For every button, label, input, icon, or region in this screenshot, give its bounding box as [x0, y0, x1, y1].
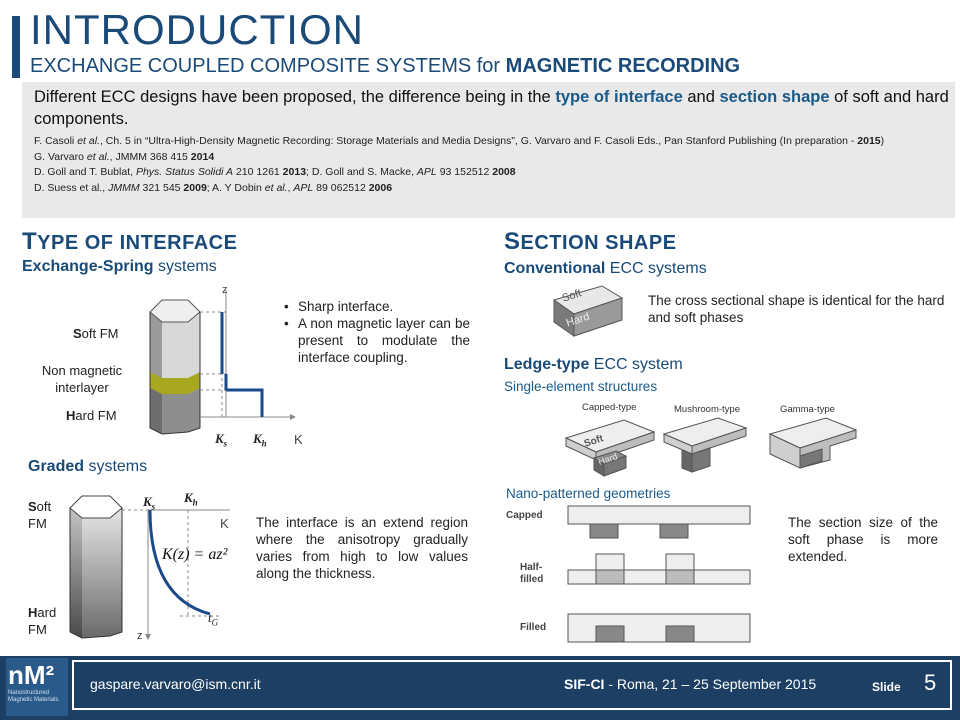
graded-systems-label: Graded systems	[28, 458, 148, 475]
slide-label: Slide	[872, 680, 901, 694]
half-filled-label: Half-filled	[520, 562, 544, 585]
footer-divider	[0, 652, 960, 656]
section-shape-heading: SECTION SHAPE	[504, 228, 677, 255]
graded-pillar-front	[82, 496, 122, 638]
conventional-label: Conventional ECC systems	[504, 260, 707, 277]
conventional-block	[552, 285, 624, 337]
capped-layer	[567, 505, 751, 525]
pillar-top	[149, 299, 201, 323]
kh-label-2: Kh	[184, 490, 198, 508]
axis-k-label-2: K	[220, 516, 229, 531]
reference-2: G. Varvaro et al., JMMM 368 415 2014	[34, 150, 215, 163]
k-axis-arrow	[290, 414, 296, 420]
axis-k-label-1: K	[294, 432, 303, 447]
halffilled-top	[567, 569, 751, 585]
graded-pillar-top	[69, 495, 123, 519]
capped-label: Capped	[506, 510, 543, 521]
reference-1: F. Casoli et al., Ch. 5 in “Ultra-High-D…	[34, 135, 885, 147]
ledge-description: The section size of the soft phase is mo…	[788, 515, 938, 564]
halffilled-soft-1	[595, 553, 625, 571]
graded-pillar-outline	[69, 508, 123, 639]
filled-pillar-2	[665, 625, 695, 643]
contact-email[interactable]: gaspare.varvaro@ism.cnr.it	[90, 676, 261, 692]
exchange-spring-diagram	[149, 290, 296, 435]
graded-description: The interface is an extend region where …	[256, 515, 468, 581]
ledge-shapes	[564, 417, 858, 477]
interface-bullets: Sharp interface. A non magnetic layer ca…	[284, 298, 470, 366]
slide-number: 5	[924, 670, 937, 695]
gamma-type-label: Gamma-type	[780, 404, 835, 415]
mushroom-type-label: Mushroom-type	[674, 404, 740, 415]
axis-z-label-2: z	[137, 630, 143, 642]
references: F. Casoli et al., Ch. 5 in “Ultra-High-D…	[34, 134, 950, 196]
exchange-spring-label: Exchange-Spring systems	[22, 258, 217, 275]
nano-patterned-diagram	[567, 505, 751, 643]
type-of-interface-heading: TYPE OF INTERFACE	[22, 228, 238, 255]
conventional-description: The cross sectional shape is identical f…	[648, 293, 945, 325]
capped-pillar-2	[659, 523, 689, 539]
halffilled-hard-1	[595, 569, 625, 585]
title-accent-bar	[12, 16, 20, 78]
intro-text: Different ECC designs have been proposed…	[34, 88, 949, 128]
single-element-label: Single-element structures	[504, 379, 658, 394]
halffilled-hard-2	[665, 569, 695, 585]
mushroom-front	[691, 427, 747, 455]
kh-label-1: Kh	[253, 431, 267, 449]
bullet-item: A non magnetic layer can be present to m…	[284, 315, 470, 366]
footer-frame	[72, 660, 952, 710]
reference-3: D. Goll and T. Bublat, Phys. Status Soli…	[34, 166, 516, 178]
nano-patterned-label: Nano-patterned geometries	[506, 486, 671, 501]
bullet-item: Sharp interface.	[284, 298, 470, 315]
page-title: INTRODUCTION	[30, 6, 364, 53]
page-subtitle: EXCHANGE COUPLED COMPOSITE SYSTEMS for M…	[30, 55, 741, 77]
ks-label-1: Ks	[215, 431, 228, 449]
capped-hard-front	[603, 455, 627, 477]
filled-label: Filled	[520, 622, 547, 633]
capped-type-label: Capped-type	[582, 402, 637, 413]
conventional-front	[573, 297, 623, 337]
intro-box	[22, 82, 955, 218]
axis-z-label-1: z	[222, 284, 228, 296]
logo-text: nM²	[8, 660, 55, 690]
reference-4: D. Suess et al., JMMM 321 545 2009; A. Y…	[34, 181, 393, 194]
gamma-hard	[799, 448, 823, 469]
mushroom-stem-left	[681, 449, 693, 473]
logo-subtitle: Nanostructured Magnetic Materials	[8, 690, 59, 703]
interlayer-band	[150, 372, 200, 394]
graded-diagram	[69, 495, 230, 640]
nm2-logo	[6, 658, 68, 716]
anisotropy-formula: K(z) = az²	[162, 546, 228, 563]
halffilled-soft-2	[665, 553, 695, 571]
pillar-outline	[149, 312, 201, 435]
tg-label: tG	[208, 610, 219, 628]
ledge-type-label: Ledge-type ECC system	[504, 356, 683, 373]
ks-label-2: Ks	[143, 494, 156, 512]
hard-fm-label: Hard FM	[66, 408, 117, 423]
hard-region-left	[150, 388, 162, 434]
soft-fm-label: Soft FM	[73, 326, 119, 341]
hard-anisotropy-line	[226, 388, 264, 417]
hard-region-front	[162, 388, 200, 434]
filled-pillar-1	[595, 625, 625, 643]
conference-info: SIF-CI - Roma, 21 – 25 September 2015	[564, 676, 817, 692]
filled-layer	[567, 613, 751, 643]
graded-z-arrow	[145, 634, 151, 640]
graded-anisotropy-curve	[148, 509, 211, 616]
capped-pillar-1	[589, 523, 619, 539]
